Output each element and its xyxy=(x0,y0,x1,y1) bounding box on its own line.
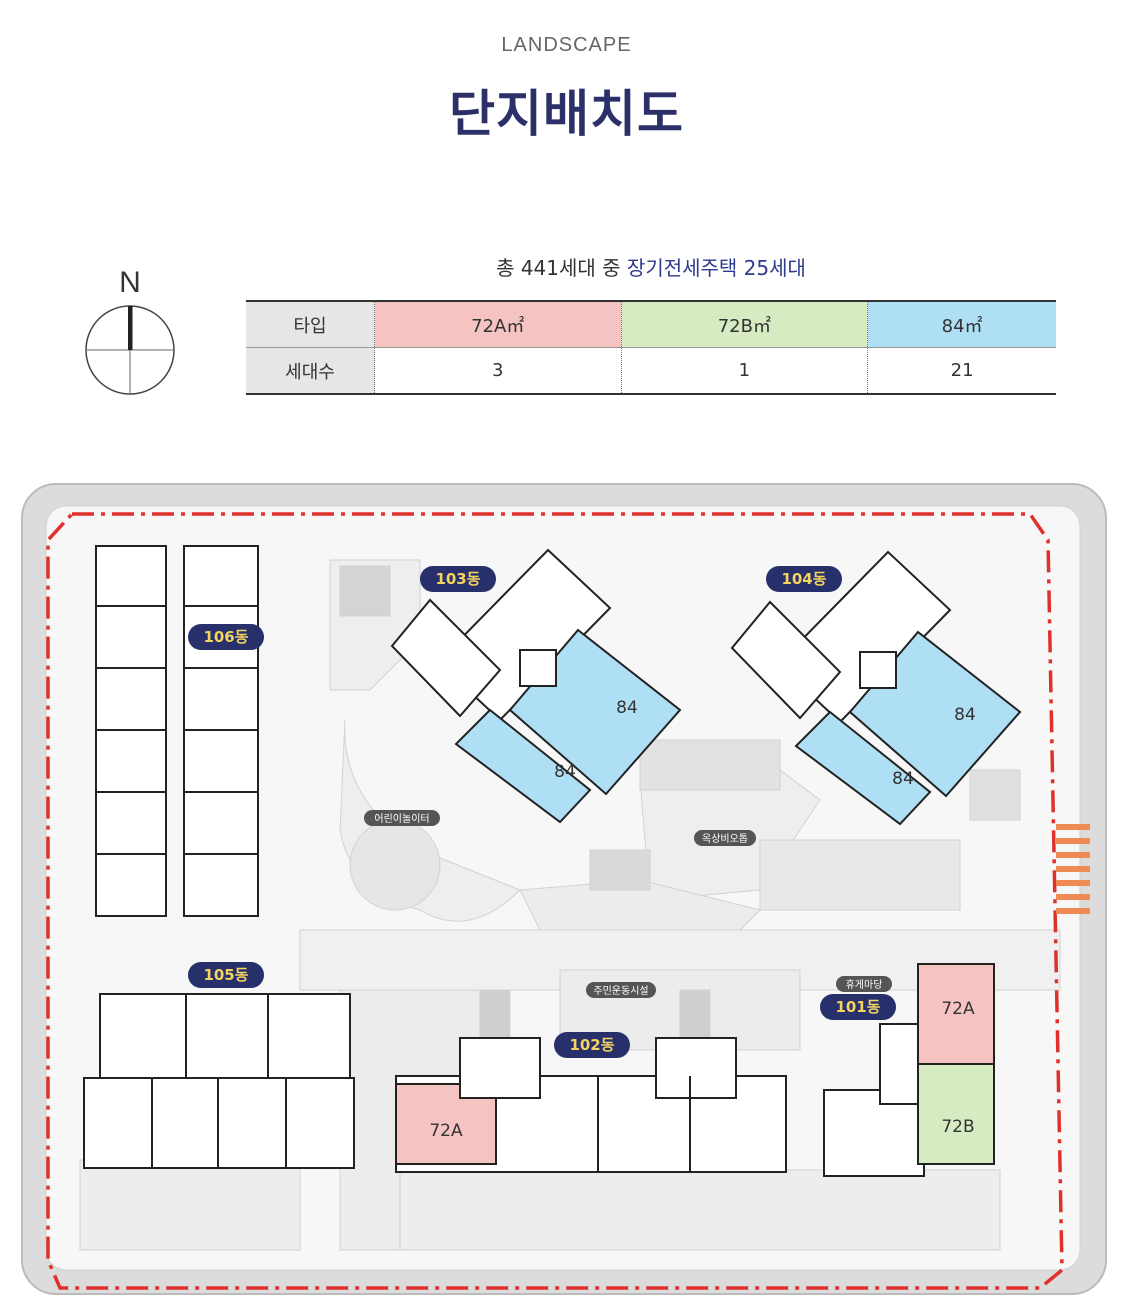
count-row: 세대수 3 1 21 xyxy=(246,347,1056,395)
north-compass-icon: N xyxy=(85,266,175,395)
summary-prefix: 총 441세대 중 xyxy=(496,256,627,280)
badge-101 xyxy=(820,994,896,1020)
rest-area-label: 휴게마당 xyxy=(846,979,883,991)
badge-104-label: 104동 xyxy=(781,570,826,588)
community-tag xyxy=(586,982,656,998)
rest-area-tag xyxy=(836,976,892,992)
unit-104-84-b xyxy=(794,710,932,826)
page-title: 단지배치도 xyxy=(449,85,684,143)
building-103 xyxy=(390,548,682,824)
unit-label-104-b: 84 xyxy=(892,769,914,789)
household-summary: 총 441세대 중 장기전세주택 25세대 xyxy=(246,252,1056,281)
terrace-tag xyxy=(694,830,756,846)
compass-north-label: N xyxy=(119,266,141,299)
badge-104 xyxy=(766,566,842,592)
type-row-label: 타입 xyxy=(246,300,375,348)
type-84-cell: 84㎡ xyxy=(867,300,1056,348)
badge-105 xyxy=(188,962,264,988)
badge-102-label: 102동 xyxy=(569,1036,614,1054)
crosswalk xyxy=(1056,824,1090,914)
badge-102 xyxy=(554,1032,630,1058)
compass-needle xyxy=(128,306,133,350)
unit-label-103-a: 84 xyxy=(616,698,638,718)
unit-101-72a xyxy=(917,963,995,1065)
count-84-cell: 21 xyxy=(867,347,1056,395)
badge-103-label: 103동 xyxy=(435,570,480,588)
unit-label-101-a: 72A xyxy=(941,999,975,1019)
type-row: 타입 72A㎡ 72B㎡ 84㎡ xyxy=(246,300,1056,348)
badge-101-label: 101동 xyxy=(835,998,880,1016)
unit-101-72b xyxy=(917,1063,995,1165)
type-72b-cell: 72B㎡ xyxy=(620,300,868,348)
building-106 xyxy=(95,545,259,917)
count-row-label: 세대수 xyxy=(246,347,375,395)
unit-labels: 84 84 84 84 72A 72A 72B xyxy=(429,698,975,1141)
eyebrow-label: LANDSCAPE xyxy=(501,34,632,56)
summary-highlight: 장기전세주택 25세대 xyxy=(626,256,806,280)
unit-label-101-b: 72B xyxy=(941,1117,974,1137)
badge-103 xyxy=(420,566,496,592)
landscape-areas xyxy=(79,559,1061,1251)
facility-labels: 어린이놀이터 주민운동시설 휴게마당 옥상비오톱 xyxy=(364,810,892,998)
unit-103-84-b xyxy=(454,708,592,824)
terrace-label: 옥상비오톱 xyxy=(702,833,748,845)
playground-label: 어린이놀이터 xyxy=(374,813,429,825)
building-badges: 103동 104동 106동 105동 102동 101동 xyxy=(188,566,896,1058)
badge-106-label: 106동 xyxy=(203,628,248,646)
building-104 xyxy=(730,550,1022,826)
building-102 xyxy=(395,1037,787,1173)
site-boundary-line xyxy=(46,512,1064,1290)
community-label: 주민운동시설 xyxy=(593,985,648,997)
count-72a-cell: 3 xyxy=(374,347,621,395)
building-105 xyxy=(83,993,355,1169)
type-72a-cell: 72A㎡ xyxy=(374,300,621,348)
playground-tag xyxy=(364,810,440,826)
unit-label-103-b: 84 xyxy=(554,762,576,782)
unit-label-104-a: 84 xyxy=(954,705,976,725)
count-72b-cell: 1 xyxy=(620,347,868,395)
building-101 xyxy=(823,963,995,1177)
badge-105-label: 105동 xyxy=(203,966,248,984)
site-plan-map: 84 84 84 84 72A 72A 72B 103동 104동 106동 1… xyxy=(21,483,1107,1295)
badge-106 xyxy=(188,624,264,650)
unit-label-102-a: 72A xyxy=(429,1121,463,1141)
unit-type-table: 타입 72A㎡ 72B㎡ 84㎡ 세대수 3 1 21 xyxy=(246,300,1056,395)
